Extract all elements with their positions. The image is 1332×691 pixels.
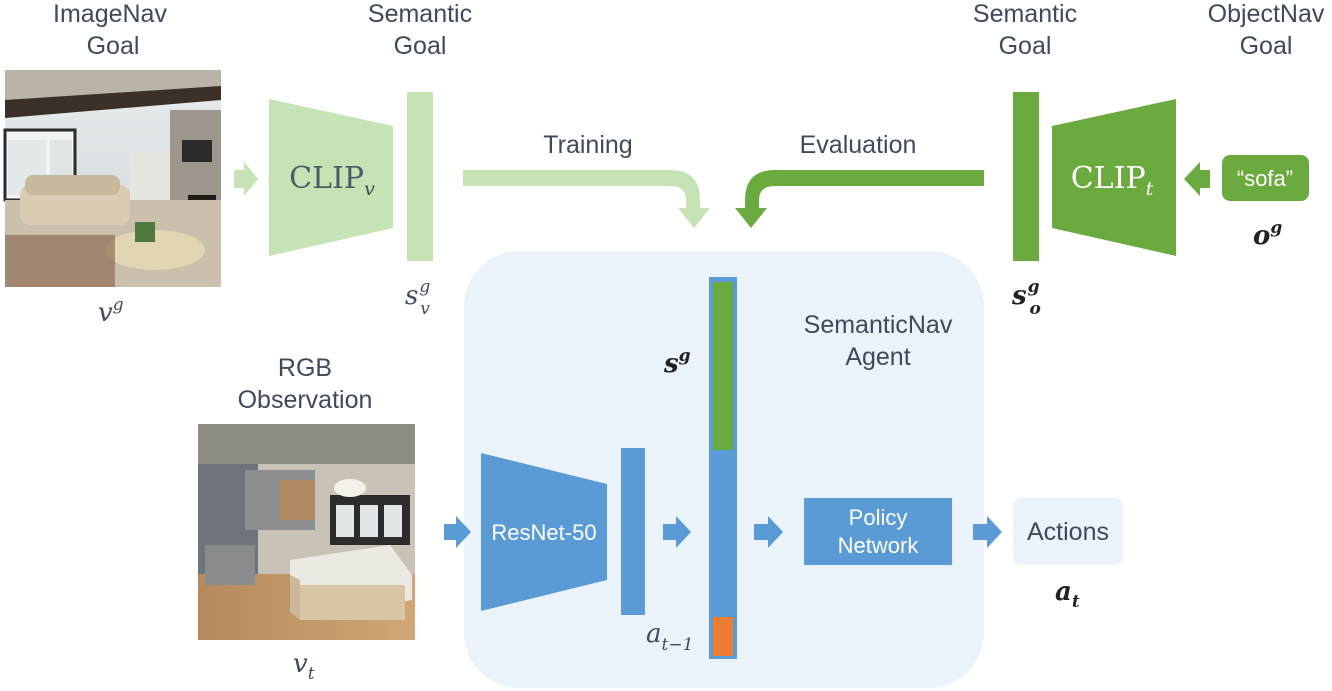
objectnav-to-clip-arrow — [1184, 162, 1210, 196]
rgb-observation-title-line2: Observation — [238, 386, 373, 414]
resnet-label: ResNet-50 — [491, 520, 596, 545]
objectnav-goal-symbol: og — [1253, 218, 1282, 251]
state-goal-symbol: sg — [663, 346, 691, 379]
evaluation-label: Evaluation — [800, 131, 917, 159]
training-arrow — [463, 170, 710, 228]
state-vector-prev-action-segment — [713, 617, 733, 656]
training-label: Training — [543, 131, 632, 159]
imagenav-to-clip-arrow — [234, 162, 258, 196]
agent-panel-title-line1: SemanticNav — [804, 311, 953, 339]
semantic-goal-right-title-line1: Semantic — [973, 0, 1077, 28]
actions-label: Actions — [1027, 518, 1109, 546]
objectnav-goal-title-line1: ObjectNav — [1208, 0, 1325, 28]
agent-panel-title-line2: Agent — [845, 343, 910, 371]
clip-text-label: CLIPt — [1071, 161, 1154, 200]
policy-to-actions-arrow — [973, 516, 1002, 548]
imagenav-goal-symbol: vg — [98, 295, 124, 328]
objectnav-word: “sofa” — [1237, 166, 1293, 191]
imagenav-goal-title-line2: Goal — [87, 32, 140, 60]
resnet-encoder — [481, 453, 607, 611]
clip-visual-label: CLIPv — [289, 161, 375, 200]
imagenav-goal-title-line1: ImageNav — [53, 0, 167, 28]
rgb-observation-title-line1: RGB — [278, 354, 332, 382]
objectnav-word-box — [1222, 155, 1309, 201]
rgb-to-resnet-arrow — [444, 516, 471, 548]
state-vector — [709, 277, 737, 659]
objectnav-goal-title-line2: Goal — [1240, 32, 1293, 60]
kitchen-image — [198, 424, 415, 640]
state-vector-goal-segment — [713, 282, 733, 450]
actions-symbol: at — [1055, 577, 1080, 612]
feature-to-state-arrow — [663, 516, 691, 548]
rgb-observation-symbol: vt — [293, 649, 315, 684]
living-room-image — [3, 70, 221, 287]
semantic-goal-right-vector — [1013, 92, 1039, 261]
state-to-policy-arrow — [754, 516, 783, 548]
semantic-goal-left-title-line1: Semantic — [368, 0, 472, 28]
clip-text-encoder — [1052, 99, 1176, 256]
semantic-goal-right-title-line2: Goal — [999, 32, 1052, 60]
evaluation-arrow — [735, 170, 984, 228]
prev-action-symbol: at−1 — [646, 619, 693, 655]
semantic-goal-left-title-line2: Goal — [394, 32, 447, 60]
semantic-goal-left-vector — [407, 92, 433, 261]
policy-network-label-line2: Network — [838, 533, 920, 558]
policy-network — [804, 498, 952, 565]
visual-feature-vector — [621, 448, 645, 615]
clip-visual-encoder — [269, 99, 393, 256]
actions-box — [1013, 498, 1123, 565]
policy-network-label-line1: Policy — [849, 505, 908, 530]
